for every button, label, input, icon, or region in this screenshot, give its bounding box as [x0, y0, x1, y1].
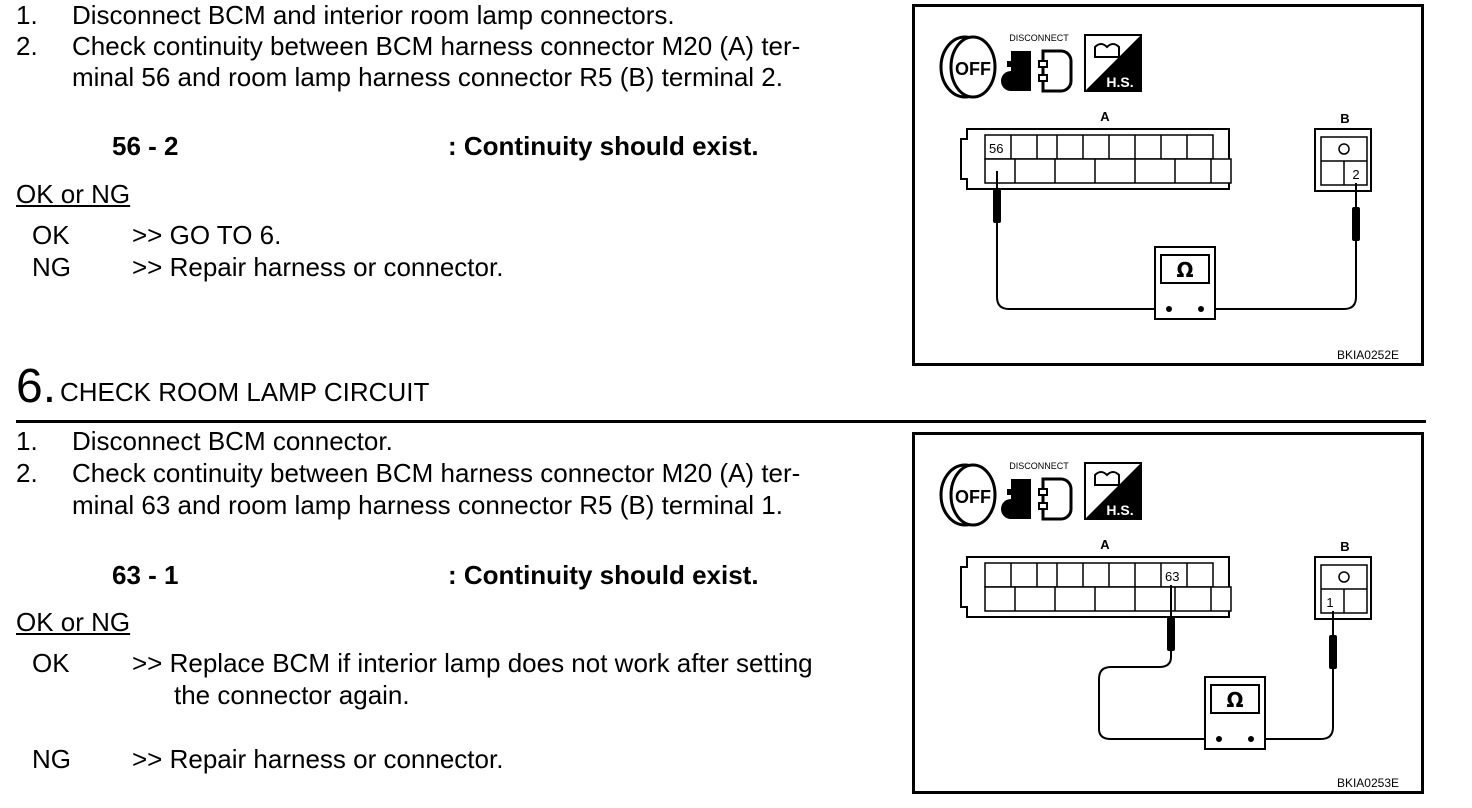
connector-a-label: A: [1100, 109, 1110, 124]
connector-b: 2: [1314, 128, 1372, 192]
test-probe-a: [1098, 585, 1213, 740]
test-probe-b: [1213, 183, 1360, 310]
ignition-off-icon: OFF: [939, 35, 997, 99]
ok-ng-heading: OK or NG: [16, 607, 131, 637]
terminal-a-label: 56: [989, 141, 1003, 156]
outcome-label: NG: [32, 744, 71, 774]
section-title: CHECK ROOM LAMP CIRCUIT: [60, 377, 430, 407]
step-number: 1.: [16, 426, 38, 456]
harness-sensor-icon: H.S.: [1084, 462, 1142, 520]
wiring-diagram: OFF DISCONNECT H.S. A: [912, 4, 1424, 366]
step-text: minal 63 and room lamp harness connector…: [72, 490, 783, 520]
ohmmeter-icon: Ω: [1154, 246, 1216, 320]
disconnect-icon: DISCONNECT: [1001, 33, 1073, 93]
spec-terminals: 63 - 1: [112, 560, 179, 590]
outcome-action: the connector again.: [174, 680, 410, 710]
outcome-label: OK: [32, 648, 70, 678]
outcome-action: >> GO TO 6.: [132, 220, 282, 250]
figure-code: BKIA0253E: [1337, 776, 1399, 790]
test-probe-a: [993, 171, 1161, 310]
outcome-action: >> Repair harness or connector.: [132, 744, 504, 774]
harness-sensor-icon: H.S.: [1084, 34, 1142, 92]
connector-a-label: A: [1100, 537, 1110, 552]
terminal-b-label: 2: [1352, 167, 1359, 182]
spec-result: : Continuity should exist.: [448, 560, 759, 590]
hs-label: H.S.: [1106, 74, 1133, 90]
disconnect-label: DISCONNECT: [1009, 461, 1069, 471]
outcome-label: OK: [32, 220, 70, 250]
diagram-drawing: OFF DISCONNECT H.S. A: [939, 461, 1399, 790]
section-divider: [16, 420, 1426, 423]
section-number: 6.: [16, 360, 57, 413]
test-probe-b: [1261, 611, 1337, 740]
off-label: OFF: [955, 487, 991, 507]
disconnect-label: DISCONNECT: [1009, 33, 1069, 43]
spec-terminals: 56 - 2: [112, 131, 179, 161]
outcome-label: NG: [32, 252, 71, 282]
ohm-symbol: Ω: [1226, 688, 1243, 712]
spec-result: : Continuity should exist.: [448, 131, 759, 161]
ohmmeter-icon: Ω: [1204, 676, 1266, 750]
step-text: Disconnect BCM and interior room lamp co…: [72, 0, 675, 30]
ok-ng-heading: OK or NG: [16, 179, 131, 209]
connector-b: 1: [1314, 556, 1372, 620]
connector-a: 63: [960, 556, 1232, 618]
outcome-action: >> Replace BCM if interior lamp does not…: [132, 648, 813, 678]
wiring-diagram: OFF DISCONNECT H.S. A: [912, 432, 1424, 794]
step-text: Check continuity between BCM harness con…: [72, 31, 801, 61]
terminal-b-label: 1: [1326, 595, 1333, 610]
connector-b-label: B: [1340, 539, 1349, 554]
disconnect-icon: DISCONNECT: [1001, 461, 1073, 521]
hs-label: H.S.: [1106, 502, 1133, 518]
figure-code: BKIA0252E: [1337, 348, 1399, 362]
outcome-action: >> Repair harness or connector.: [132, 252, 504, 282]
off-label: OFF: [955, 59, 991, 79]
connector-b-label: B: [1340, 111, 1349, 126]
diagram-drawing: OFF DISCONNECT H.S. A: [939, 33, 1399, 362]
step-text: Disconnect BCM connector.: [72, 426, 393, 456]
step-number: 1.: [16, 0, 38, 30]
ignition-off-icon: OFF: [939, 463, 997, 527]
connector-a: 56: [960, 128, 1232, 190]
step-number: 2.: [16, 31, 38, 61]
step-number: 2.: [16, 458, 38, 488]
ohm-symbol: Ω: [1176, 258, 1193, 282]
step-text: minal 56 and room lamp harness connector…: [72, 62, 783, 92]
step-text: Check continuity between BCM harness con…: [72, 458, 801, 488]
terminal-a-label: 63: [1165, 569, 1179, 584]
